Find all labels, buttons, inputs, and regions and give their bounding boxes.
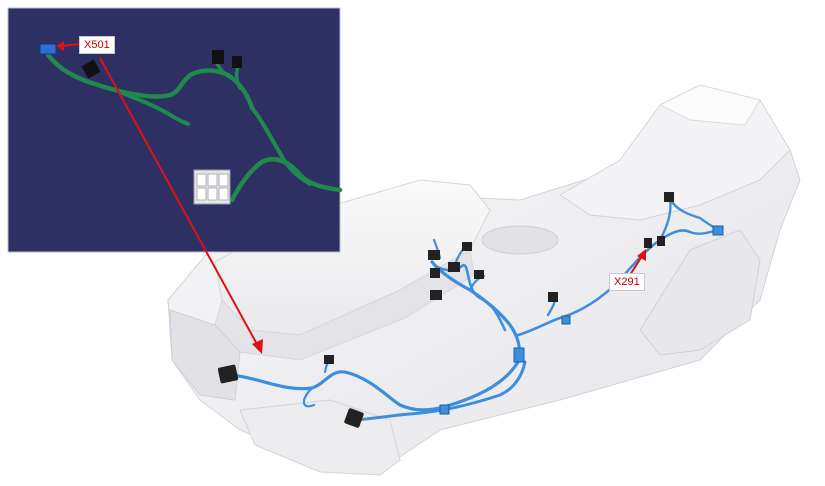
connector-cluster-4 [462, 242, 472, 251]
console-rear-frame [639, 229, 761, 356]
connector-cluster-3 [448, 262, 460, 272]
clip-trunk [513, 347, 525, 363]
inset-connector-black-2 [212, 50, 224, 64]
connector-lower-front [344, 408, 364, 428]
clip-lower [439, 404, 450, 415]
inset-background [7, 7, 341, 253]
harness-connectors [217, 192, 724, 428]
clip-rear-right [712, 225, 724, 236]
cup-holder-recess [481, 225, 559, 255]
connector-front-top [324, 355, 334, 364]
inset-green-harness [45, 52, 343, 203]
arrow-x501-to-inset [61, 43, 81, 47]
label-x501: X501 [79, 36, 115, 54]
arrowhead-x501-console [252, 339, 263, 354]
arrowhead-x291 [637, 249, 646, 261]
callout-arrows [56, 41, 646, 354]
inset-detail-panel [7, 7, 343, 253]
inset-connector-white-block [193, 169, 231, 205]
connector-cluster-2 [430, 268, 440, 278]
arrow-x291 [629, 255, 643, 276]
console-rear-top [658, 84, 761, 126]
inset-connector-x501 [39, 43, 57, 55]
connector-cluster-1 [428, 250, 440, 260]
connector-x291-b [657, 236, 665, 246]
arrow-x501-to-console [99, 57, 259, 347]
label-x291: X291 [609, 273, 645, 291]
inset-harness-mid [250, 106, 312, 186]
inset-harness-tail [118, 90, 190, 126]
harness-cluster-loop [430, 260, 507, 332]
clip-rear [561, 315, 571, 325]
harness-lower-branch [353, 360, 527, 422]
harness-front-small-loop [302, 386, 316, 408]
inset-connector-black-3 [232, 56, 242, 68]
connector-cluster-6 [474, 270, 484, 279]
connector-rear-top [664, 192, 674, 202]
inset-harness-main [45, 52, 255, 111]
inset-connector-black-1 [81, 59, 101, 79]
inset-harness-lower [229, 157, 343, 203]
connector-x291-a [644, 238, 652, 248]
connector-mid [548, 292, 558, 302]
connector-front-face [217, 364, 239, 384]
arrowhead-x501-inset [56, 41, 64, 51]
connector-cluster-5 [430, 290, 442, 300]
